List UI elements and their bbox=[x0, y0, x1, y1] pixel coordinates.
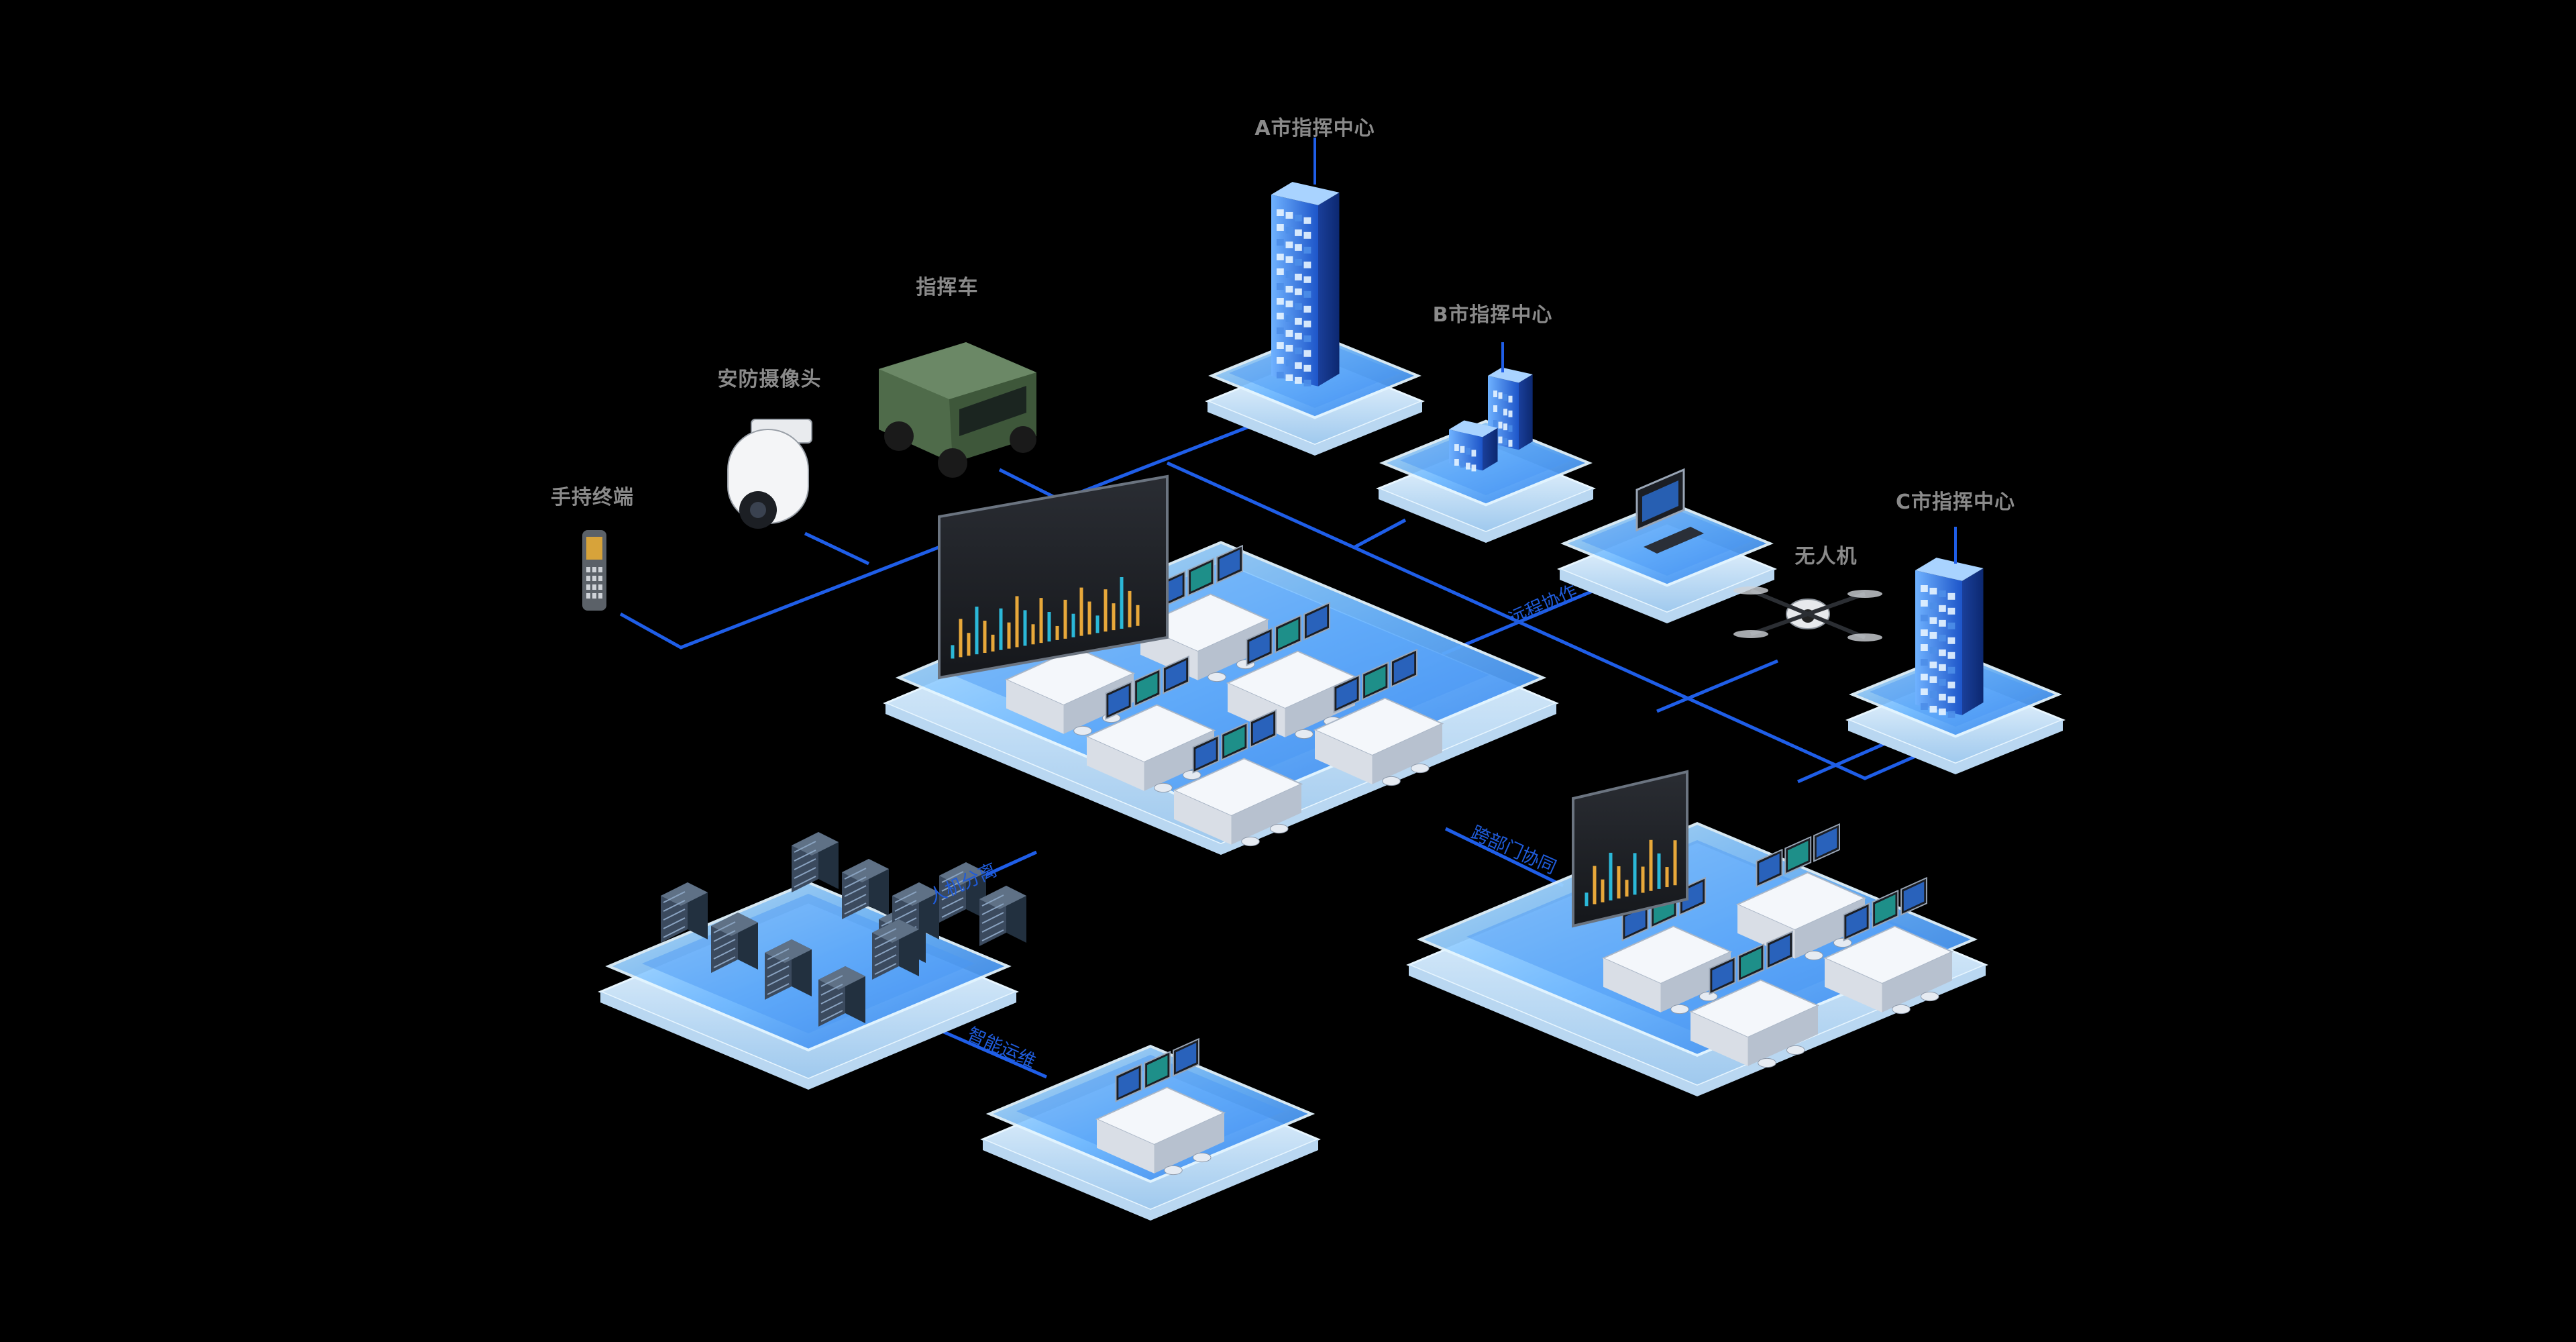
line-cross-dept bbox=[1444, 827, 1564, 888]
server-rack bbox=[872, 919, 919, 980]
server-rack bbox=[711, 913, 758, 973]
server-rack bbox=[792, 832, 839, 892]
label-security-camera: 安防摄像头 bbox=[717, 368, 822, 391]
monitor-desk-icon bbox=[1635, 468, 1704, 554]
server-rack bbox=[979, 886, 1026, 946]
line-a-center bbox=[1166, 461, 1920, 780]
platform-monitor-desk bbox=[1557, 500, 1777, 623]
handheld-terminal-icon bbox=[582, 530, 606, 611]
command-vehicle-icon bbox=[879, 342, 1036, 478]
console-desk-main bbox=[1085, 655, 1216, 793]
console-desk-main bbox=[1172, 709, 1303, 847]
console-desk-main bbox=[1226, 601, 1357, 739]
console-desk-cross-dept bbox=[1688, 930, 1820, 1068]
server-rack bbox=[842, 859, 889, 919]
line-camera bbox=[804, 531, 870, 566]
label-c-center: C市指挥中心 bbox=[1895, 491, 2016, 514]
security-camera-icon bbox=[727, 419, 812, 529]
drone-icon bbox=[1733, 586, 1882, 641]
b-center-annex-icon bbox=[1449, 420, 1498, 472]
line-remote-collab bbox=[1442, 582, 1611, 656]
line-b-center bbox=[1354, 518, 1407, 549]
label-handheld-terminal: 手持终端 bbox=[551, 486, 634, 509]
line-smart-ops bbox=[938, 1028, 1048, 1079]
server-rack bbox=[818, 966, 865, 1027]
label-drone: 无人机 bbox=[1794, 545, 1858, 568]
server-rack bbox=[661, 882, 708, 943]
c-center-building-icon bbox=[1915, 558, 1984, 718]
label-b-center: B市指挥中心 bbox=[1432, 303, 1553, 327]
console-desk-cross-dept bbox=[1823, 876, 1954, 1015]
console-desk-ops bbox=[1095, 1037, 1226, 1176]
dashboard-side-screen bbox=[1572, 770, 1688, 928]
line-vehicle bbox=[998, 468, 1055, 499]
line-drone bbox=[1656, 659, 1778, 713]
label-a-center: A市指挥中心 bbox=[1254, 117, 1375, 140]
label-command-vehicle: 指挥车 bbox=[916, 276, 979, 299]
console-desk-main bbox=[1313, 648, 1444, 786]
dashboard-wall-screen bbox=[938, 474, 1169, 680]
server-rack bbox=[765, 939, 812, 1000]
a-center-building-icon bbox=[1271, 182, 1340, 386]
